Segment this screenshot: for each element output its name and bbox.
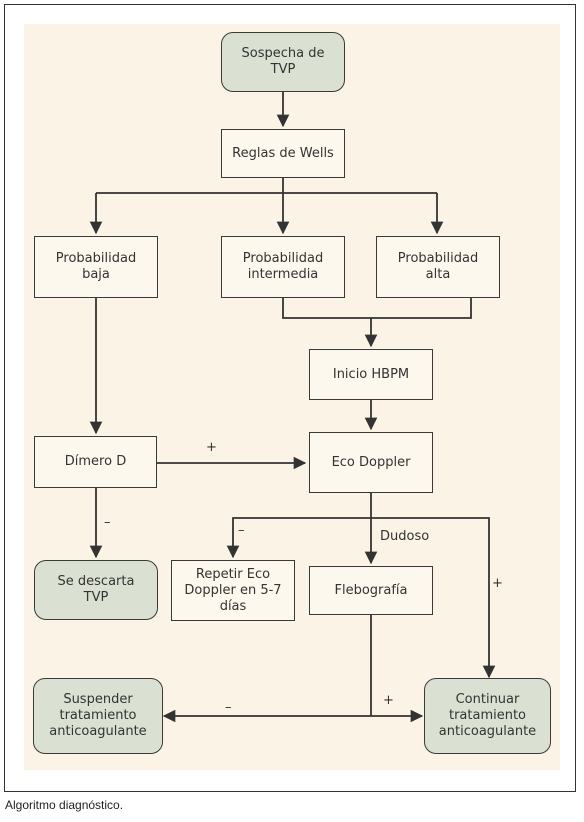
node-probabilidad-alta: Probabilidad alta (376, 236, 500, 298)
node-inicio-hbpm: Inicio HBPM (309, 349, 433, 400)
node-sospecha-tvp: Sospecha de TVP (221, 32, 345, 92)
label-eco-dudoso: Dudoso (380, 529, 430, 544)
label-dimero-positive: + (206, 440, 217, 455)
label-eco-negative: – (238, 523, 245, 538)
edge-eco-continuar (371, 517, 496, 679)
node-dimero-d: Dímero D (34, 436, 157, 488)
edge-wells-split (96, 178, 437, 194)
edge-eco-repetir (226, 517, 371, 559)
edge-inter-alta-hbpm (282, 298, 472, 346)
node-reglas-wells: Reglas de Wells (221, 129, 345, 178)
label-fleb-negative: – (225, 700, 232, 715)
node-se-descarta-tvp: Se descarta TVP (34, 560, 158, 620)
label-dimero-negative: – (104, 515, 111, 530)
node-repetir-eco-doppler: Repetir Eco Doppler en 5-7 días (171, 560, 295, 621)
label-eco-positive: + (492, 576, 503, 591)
node-eco-doppler: Eco Doppler (309, 432, 433, 493)
node-probabilidad-baja: Probabilidad baja (34, 236, 158, 298)
node-suspender-tratamiento: Suspender tratamiento anticoagulante (33, 678, 163, 754)
node-continuar-tratamiento: Continuar tratamiento anticoagulante (424, 678, 551, 754)
node-probabilidad-intermedia: Probabilidad intermedia (221, 236, 345, 298)
node-flebografia: Flebografía (309, 566, 433, 615)
figure-caption: Algoritmo diagnóstico. (5, 798, 124, 812)
label-fleb-positive: + (383, 693, 394, 708)
